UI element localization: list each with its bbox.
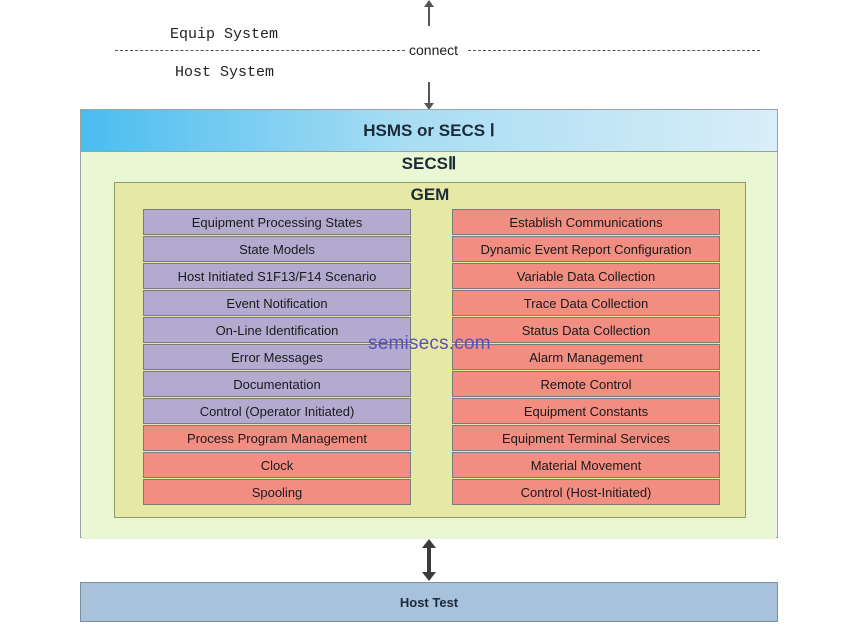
double-arrow-icon <box>422 539 436 581</box>
gem-capability-item: Control (Host-Initiated) <box>452 479 720 505</box>
gem-capability-item: On-Line Identification <box>143 317 411 343</box>
connect-label: connect <box>409 42 459 58</box>
gem-capability-item: Control (Operator Initiated) <box>143 398 411 424</box>
gem-capability-item: Event Notification <box>143 290 411 316</box>
gem-capability-item: Status Data Collection <box>452 317 720 343</box>
hsms-layer-title: HSMS or SECS Ⅰ <box>363 120 495 140</box>
gem-capability-item: Remote Control <box>452 371 720 397</box>
watermark-text: semisecs.com <box>368 333 491 354</box>
gem-capability-item: Variable Data Collection <box>452 263 720 289</box>
gem-capability-item: Equipment Processing States <box>143 209 411 235</box>
equip-system-label: Equip System <box>170 26 279 43</box>
secs2-layer-title: SECSⅡ <box>401 154 457 173</box>
down-arrow-icon <box>424 82 434 110</box>
gem-capability-item: Error Messages <box>143 344 411 370</box>
up-arrow-icon <box>424 0 434 26</box>
gem-layer-title: GEM <box>410 185 450 204</box>
gem-capability-item: Trace Data Collection <box>452 290 720 316</box>
gem-capability-item: Material Movement <box>452 452 720 478</box>
gem-capability-item: Establish Communications <box>452 209 720 235</box>
gem-capability-item: Documentation <box>143 371 411 397</box>
gem-capability-item: Spooling <box>143 479 411 505</box>
hsms-layer: HSMS or SECS Ⅰ <box>81 110 777 152</box>
host-test-layer: Host Test <box>80 582 778 622</box>
connect-divider-left <box>115 50 405 51</box>
host-system-label: Host System <box>175 64 275 81</box>
host-test-title: Host Test <box>399 594 459 610</box>
gem-capability-item: Dynamic Event Report Configuration <box>452 236 720 262</box>
gem-capability-item: Process Program Management <box>143 425 411 451</box>
gem-capability-item: Equipment Constants <box>452 398 720 424</box>
gem-capability-item: Clock <box>143 452 411 478</box>
protocol-stack-box: HSMS or SECS Ⅰ SECSⅡ GEM Equipment Proce… <box>80 109 778 539</box>
connect-divider-right <box>468 50 760 51</box>
gem-capability-item: Alarm Management <box>452 344 720 370</box>
gem-capability-item: Host Initiated S1F13/F14 Scenario <box>143 263 411 289</box>
gem-capability-item: Equipment Terminal Services <box>452 425 720 451</box>
gem-capability-item: State Models <box>143 236 411 262</box>
